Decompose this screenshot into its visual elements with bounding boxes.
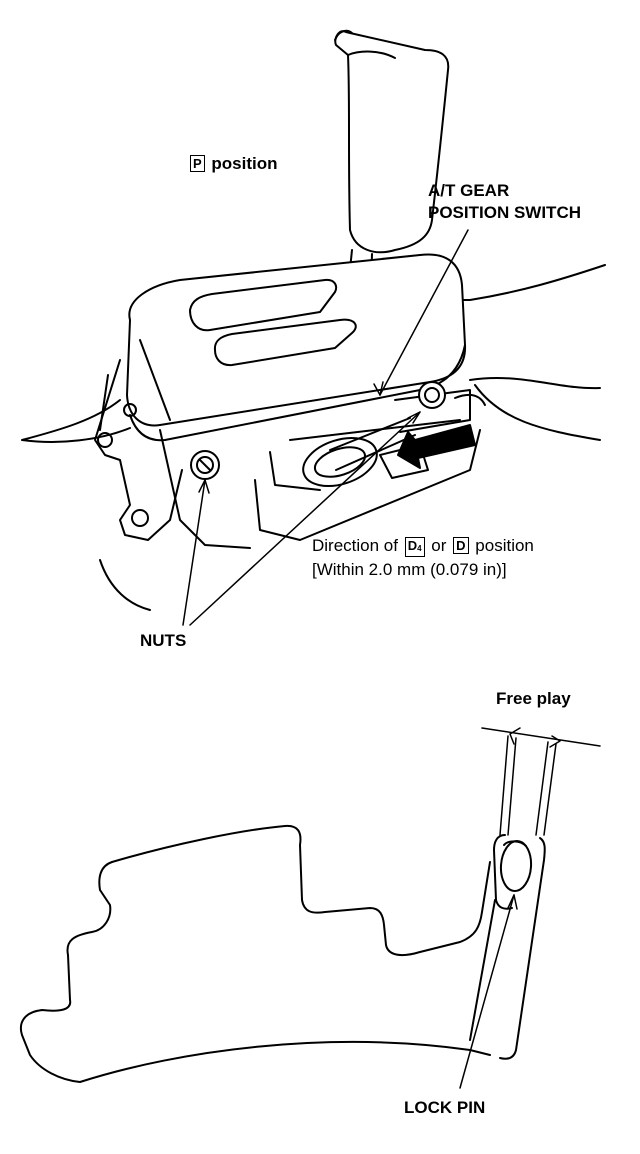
direction-line1: Direction of D4 or D position bbox=[312, 534, 534, 558]
gear-switch-label: A/T GEAR POSITION SWITCH bbox=[428, 180, 581, 224]
gear-switch-line1: A/T GEAR bbox=[428, 181, 510, 200]
nuts-label: NUTS bbox=[140, 631, 187, 650]
p-position-text: position bbox=[211, 154, 278, 173]
shifter-base bbox=[94, 359, 481, 549]
direction-suffix: position bbox=[475, 536, 534, 555]
shift-rod bbox=[469, 834, 546, 1060]
direction-prefix: Direction of bbox=[312, 536, 398, 555]
lock-pin-label: LOCK PIN bbox=[404, 1098, 486, 1117]
d4-box-letter: D bbox=[407, 538, 418, 553]
shift-knob bbox=[334, 29, 450, 254]
leader-lines-top bbox=[182, 229, 469, 626]
d4-box-sub: 4 bbox=[417, 544, 422, 553]
d-box: D bbox=[453, 537, 469, 554]
p-position-box: P bbox=[190, 155, 205, 172]
direction-within: [Within 2.0 mm (0.079 in)] bbox=[312, 560, 507, 579]
free-play-label: Free play bbox=[496, 689, 571, 708]
direction-arrow bbox=[397, 424, 476, 469]
p-position-label: P position bbox=[188, 153, 278, 175]
console-outline bbox=[21, 264, 606, 611]
gear-switch-line2: POSITION SWITCH bbox=[428, 203, 581, 222]
shift-indicator-cover bbox=[126, 253, 467, 442]
direction-or: or bbox=[431, 536, 447, 555]
detent-plate bbox=[20, 824, 491, 1083]
direction-label: Direction of D4 or D position [Within 2.… bbox=[312, 534, 534, 582]
lock-pin-leader bbox=[459, 894, 518, 1089]
lock-pin bbox=[499, 840, 533, 892]
free-play-lines bbox=[481, 727, 601, 836]
d4-box: D4 bbox=[404, 537, 425, 557]
nut-left bbox=[190, 450, 220, 480]
nut-right bbox=[418, 381, 446, 409]
